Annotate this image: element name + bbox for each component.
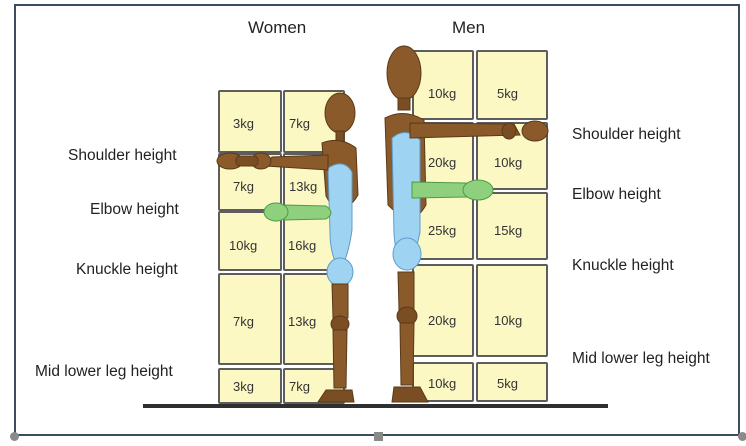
- man-mannequin: [385, 46, 548, 402]
- woman-mannequin: [217, 93, 358, 402]
